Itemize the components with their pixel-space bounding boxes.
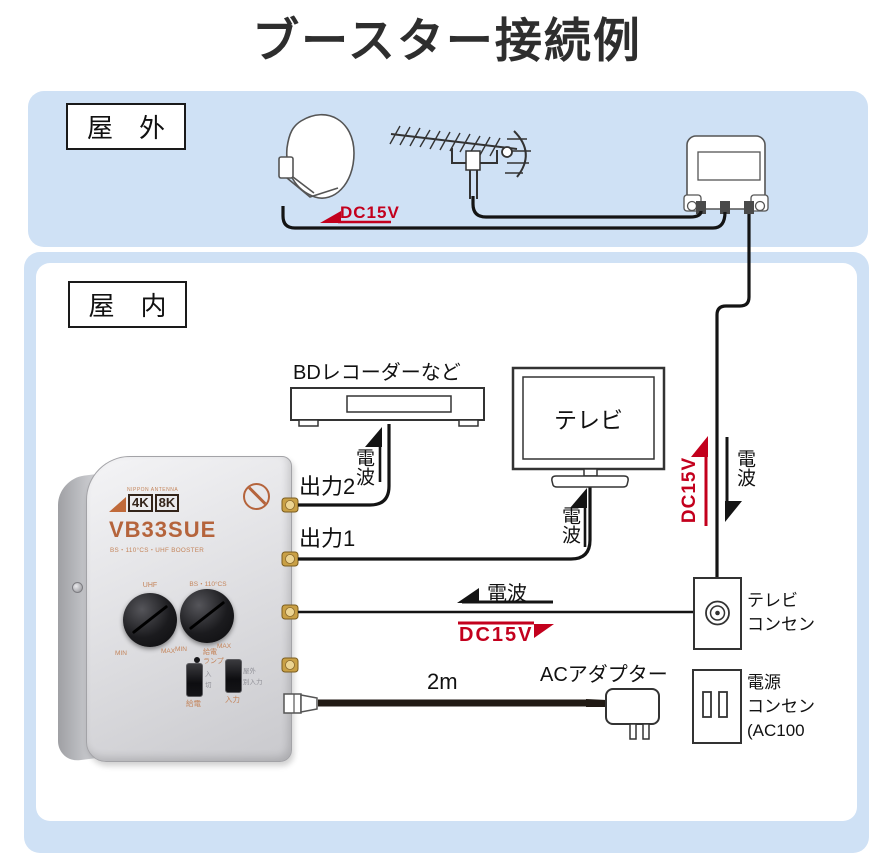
power-arrows-red (320, 211, 708, 638)
logo-triangle-icon (109, 497, 126, 512)
uhf-antenna-icon (389, 125, 531, 199)
outdoor-booster-box (683, 135, 769, 214)
ac-adapter-icon (283, 688, 660, 740)
uhf-knob-label: UHF (142, 582, 158, 589)
uhf-max-label: MAX (161, 648, 176, 655)
power-switch-off-label: 切 (205, 682, 212, 689)
power-switch[interactable] (186, 663, 203, 697)
tv-icon (511, 366, 666, 488)
logo-4k: 4K (128, 494, 153, 512)
ac-adapter-label: ACアダプター (540, 664, 668, 686)
output2-label: 出力2 (299, 474, 356, 499)
dc15v-vertical-label: DC15V (679, 456, 700, 524)
bd-recorder-icon (290, 387, 485, 427)
power-outlet-label: 電源 コンセン (AC100 (747, 673, 815, 740)
power-outlet-icon (692, 669, 742, 744)
outdoor-zone-label: 屋 外 (66, 103, 186, 150)
power-led (194, 657, 200, 663)
cable-length-label: 2m (427, 669, 458, 694)
power-switch-label: 給電 (186, 699, 201, 708)
uhf-min-label: MIN (115, 650, 127, 657)
input-switch-separate-label: 別入力 (243, 679, 263, 686)
no-water-icon (243, 483, 270, 510)
tv-outlet-label: テレビ コンセン (747, 591, 815, 634)
booster-device: NIPPON ANTENNA 4K 8K VB33SUE BS・110°CS・U… (56, 450, 298, 770)
indoor-cables (298, 424, 694, 614)
tv-outlet-icon (693, 577, 742, 650)
power-led-label: 給電 ランプ (203, 649, 224, 665)
power-switch-on-label: 入 (205, 671, 212, 678)
uhf-gain-knob[interactable] (123, 593, 177, 647)
outdoor-cables (281, 196, 751, 578)
denpa-recorder-label: 電波 (353, 448, 374, 486)
f-connectors (281, 497, 299, 673)
side-screw (72, 582, 83, 593)
booster-4k8k-logo: 4K 8K (109, 494, 180, 512)
page-title: ブースター接続例 (252, 14, 642, 67)
booster-brand: NIPPON ANTENNA (127, 487, 179, 493)
dc15v-outdoor-label: DC15V (340, 203, 400, 222)
tv-label: テレビ (554, 407, 623, 433)
denpa-downlead-label: 電波 (734, 449, 755, 487)
logo-8k: 8K (154, 494, 180, 512)
bscs-max-label: MAX (217, 643, 232, 650)
signal-arrows-black (365, 427, 742, 604)
booster-model: VB33SUE (109, 517, 217, 542)
input-switch-label: 入力 (225, 695, 240, 704)
denpa-input-label: 電波 (487, 583, 527, 605)
dc15v-input-label: DC15V (459, 624, 534, 646)
input-select-switch[interactable] (225, 659, 242, 693)
bscs-gain-knob[interactable] (180, 589, 234, 643)
booster-front-face: NIPPON ANTENNA 4K 8K VB33SUE BS・110°CS・U… (86, 456, 292, 762)
bscs-knob-label: BS・110°CS (189, 581, 227, 588)
satellite-dish-icon (278, 114, 355, 199)
denpa-tv-label: 電波 (559, 506, 580, 544)
output1-label: 出力1 (299, 526, 356, 551)
bscs-min-label: MIN (175, 646, 187, 653)
bd-recorder-label: BDレコーダーなど (293, 362, 461, 384)
booster-subtitle: BS・110°CS・UHF BOOSTER (110, 547, 205, 554)
input-switch-outdoor-label: 屋外 (243, 668, 256, 675)
indoor-zone-label: 屋 内 (68, 281, 187, 328)
